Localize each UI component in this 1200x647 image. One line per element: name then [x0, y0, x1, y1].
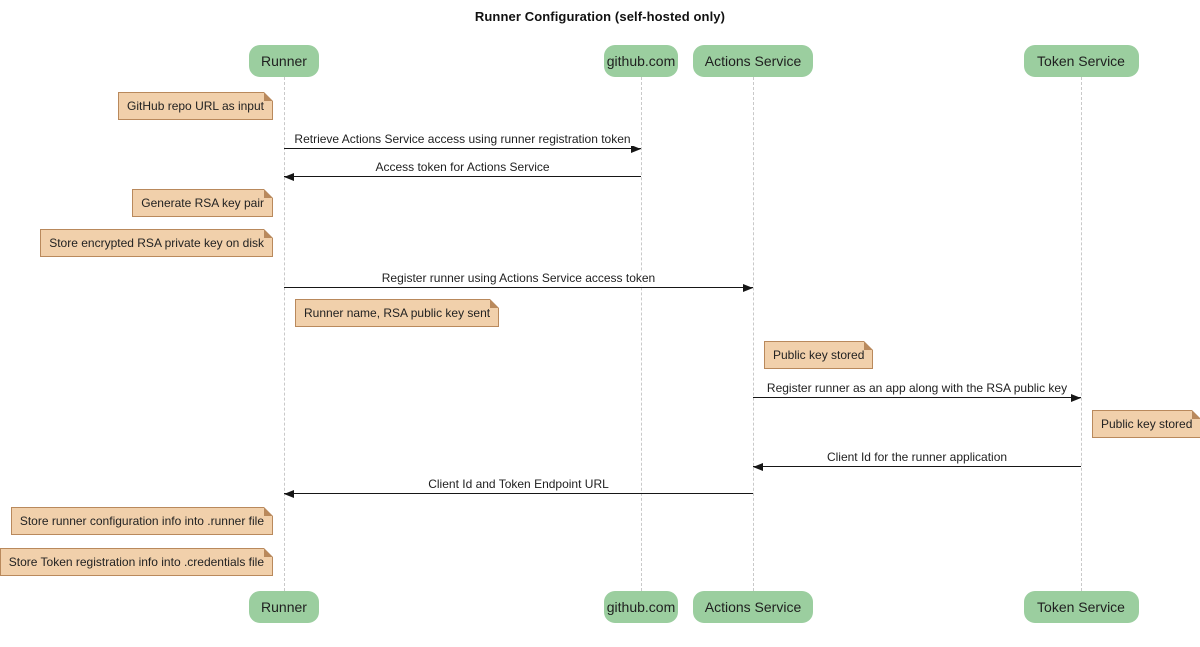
arrowhead-1: [631, 145, 641, 153]
message-line-3: [284, 287, 753, 288]
note-3: Store encrypted RSA private key on disk: [40, 229, 273, 257]
message-line-5: [753, 466, 1081, 467]
note-2: Generate RSA key pair: [132, 189, 273, 217]
note-1: GitHub repo URL as input: [118, 92, 273, 120]
participant-bottom-runner: Runner: [249, 591, 319, 623]
lifeline-actions-service: [753, 77, 754, 591]
arrowhead-2: [284, 173, 294, 181]
message-label-2: Access token for Actions Service: [371, 160, 554, 174]
arrowhead-3: [743, 284, 753, 292]
message-line-4: [753, 397, 1081, 398]
participant-top-actions-service: Actions Service: [693, 45, 813, 77]
message-label-1: Retrieve Actions Service access using ru…: [290, 132, 635, 146]
message-label-4: Register runner as an app along with the…: [762, 381, 1072, 395]
lifeline-token-service: [1081, 77, 1082, 591]
participant-bottom-github-com: github.com: [604, 591, 678, 623]
note-5: Public key stored: [764, 341, 874, 369]
note-8: Store Token registration info into .cred…: [0, 548, 274, 576]
participant-bottom-token-service: Token Service: [1023, 591, 1139, 623]
arrowhead-6: [284, 490, 294, 498]
message-line-1: [284, 148, 641, 149]
message-label-3: Register runner using Actions Service ac…: [377, 271, 660, 285]
message-line-2: [284, 176, 641, 177]
message-label-5: Client Id for the runner application: [822, 450, 1012, 464]
diagram-title: Runner Configuration (self-hosted only): [474, 9, 726, 24]
participant-bottom-actions-service: Actions Service: [693, 591, 813, 623]
lifeline-github-com: [641, 77, 642, 591]
arrowhead-5: [753, 463, 763, 471]
participant-top-github-com: github.com: [604, 45, 678, 77]
note-7: Store runner configuration info into .ru…: [10, 507, 274, 535]
note-4: Runner name, RSA public key sent: [295, 299, 500, 327]
note-6: Public key stored: [1092, 410, 1200, 438]
arrowhead-4: [1071, 394, 1081, 402]
participant-top-runner: Runner: [249, 45, 319, 77]
message-label-6: Client Id and Token Endpoint URL: [424, 477, 613, 491]
lifeline-runner: [284, 77, 285, 591]
participant-top-token-service: Token Service: [1023, 45, 1139, 77]
message-line-6: [284, 493, 753, 494]
